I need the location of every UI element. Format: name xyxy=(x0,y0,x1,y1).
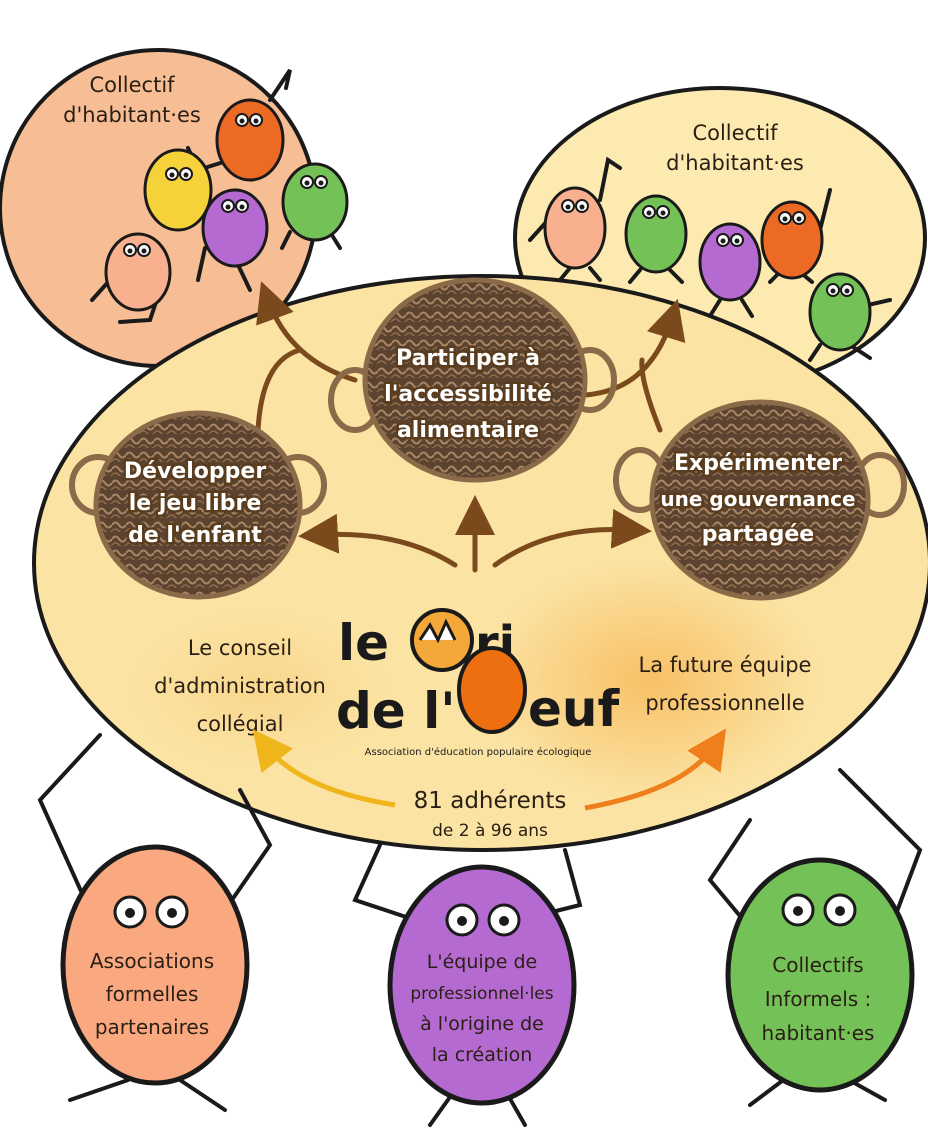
egg-green-icon xyxy=(808,272,872,352)
basket-left xyxy=(69,410,327,600)
basket-center-line-3: alimentaire xyxy=(397,418,539,443)
bottom-egg-collectives xyxy=(725,857,915,1093)
council-line-1: Le conseil xyxy=(188,636,292,660)
associations-line-3: partenaires xyxy=(95,1015,209,1039)
logo-le: le xyxy=(338,614,389,672)
basket-right-line-1: Expérimenter xyxy=(674,451,842,476)
basket-left-line-3: de l'enfant xyxy=(128,523,262,548)
egg-yellow-icon xyxy=(143,148,213,232)
egg-purple-icon xyxy=(201,188,269,268)
basket-left-line-2: le jeu libre xyxy=(129,491,262,516)
collectives-line-1: Collectifs xyxy=(772,953,863,977)
team-line-4: la création xyxy=(432,1044,533,1066)
egg-peach-icon xyxy=(543,186,607,270)
egg-purple-icon xyxy=(698,222,762,302)
future-team-line-2: professionnelle xyxy=(645,691,804,715)
logo: le ri de l' euf Association d'éducation … xyxy=(336,608,621,758)
yellow-glow xyxy=(130,610,390,770)
associations-line-1: Associations xyxy=(90,949,214,973)
basket-center xyxy=(328,277,617,483)
logo-de-l: de l' xyxy=(336,682,456,740)
basket-left-line-1: Développer xyxy=(124,459,267,484)
basket-right-line-2: une gouvernance xyxy=(660,487,855,511)
left-group-label-2: d'habitant·es xyxy=(63,103,201,127)
left-group-label-1: Collectif xyxy=(89,73,175,97)
council-line-2: d'administration xyxy=(154,674,326,698)
future-team-arrow xyxy=(584,728,727,811)
team-line-3: à l'origine de xyxy=(420,1013,544,1035)
members-count: 81 adhérents xyxy=(414,788,567,814)
logo-orange-egg-icon xyxy=(457,646,527,734)
egg-orange-icon xyxy=(760,200,824,280)
basket-center-line-2: l'accessibilité xyxy=(384,382,552,407)
egg-green-icon xyxy=(281,162,349,242)
bottom-egg-team xyxy=(387,864,577,1106)
collectives-line-2: Informels : xyxy=(765,987,872,1011)
future-team-line-1: La future équipe xyxy=(639,653,812,677)
team-line-2: professionnel·les xyxy=(410,984,553,1004)
council-line-3: collégial xyxy=(197,712,284,736)
basket-right-line-3: partagée xyxy=(702,522,814,547)
orange-glow xyxy=(480,560,820,800)
bottom-egg-associations xyxy=(60,844,250,1086)
collectives-line-3: habitant·es xyxy=(762,1021,875,1045)
basket-right xyxy=(613,399,907,601)
logo-tagline: Association d'éducation populaire écolog… xyxy=(365,746,592,758)
logo-euf: euf xyxy=(528,680,621,738)
right-group-label-2: d'habitant·es xyxy=(666,151,804,175)
egg-peach-icon xyxy=(104,232,172,312)
basket-center-line-1: Participer à xyxy=(396,346,540,371)
council-arrow xyxy=(252,729,396,808)
egg-orange-icon xyxy=(215,98,285,182)
members-ages: de 2 à 96 ans xyxy=(432,821,548,841)
associations-line-2: formelles xyxy=(106,982,199,1006)
right-group-label-1: Collectif xyxy=(692,121,778,145)
egg-green-icon xyxy=(624,194,688,274)
team-line-1: L'équipe de xyxy=(427,951,537,973)
